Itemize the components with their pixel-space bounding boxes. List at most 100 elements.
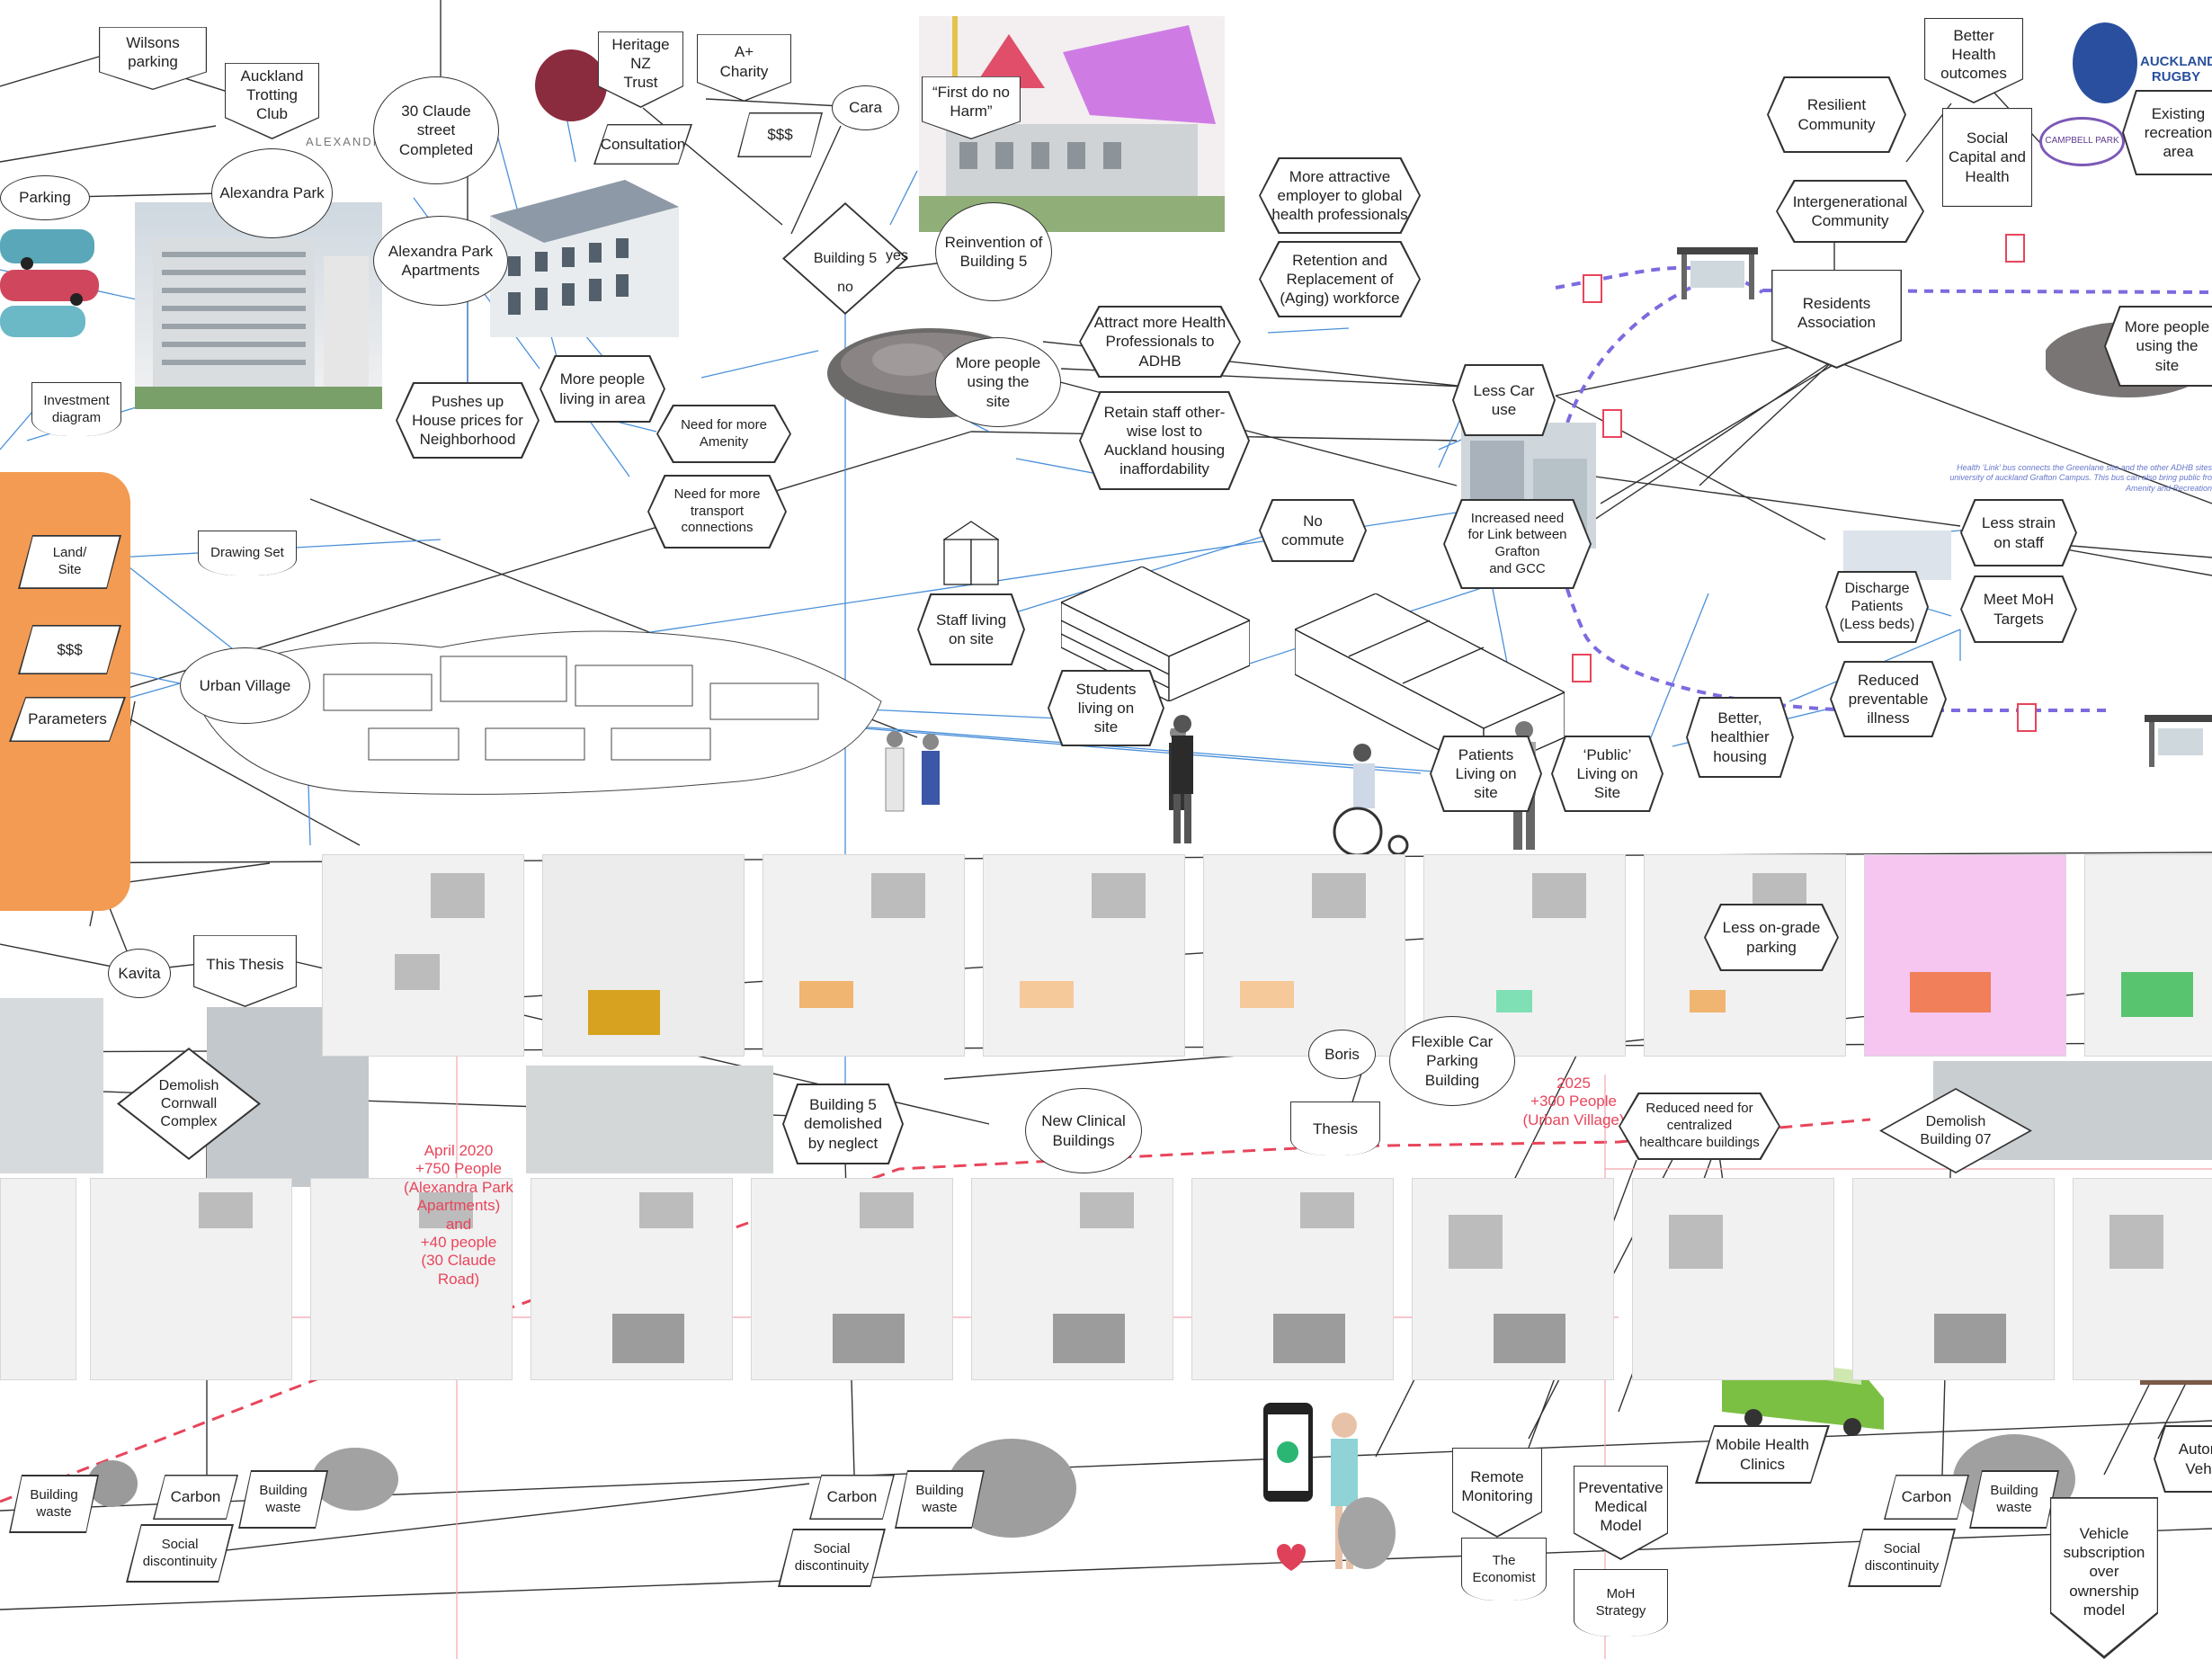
more-people-living-area-node: More people living in area — [540, 355, 665, 423]
timeline-map-tile — [531, 1178, 733, 1380]
the-economist-node: The Economist — [1461, 1538, 1547, 1601]
retention-replacement-node: Retention and Replacement of (Aging) wor… — [1259, 241, 1421, 317]
money-node-left: $$$ — [18, 625, 121, 674]
timeline-map-tile-highlight — [1864, 854, 2066, 1057]
retain-staff-node: Retain staff other- wise lost to Aucklan… — [1079, 391, 1250, 490]
mobile-health-clinics-node: Mobile Health Clinics — [1695, 1425, 1830, 1484]
partial-node-left-top: rt — [0, 72, 18, 108]
thesis-node: Thesis — [1290, 1102, 1380, 1155]
building-waste-node-1: Building waste — [9, 1475, 99, 1533]
thirty-claude-street-node: 30 Claude street Completed — [373, 76, 499, 184]
more-people-using-site-right-node: More people using the site — [2104, 306, 2212, 387]
more-people-using-site-node: More people using the site — [935, 337, 1061, 427]
money-node-top: $$$ — [737, 112, 823, 157]
reduced-need-centralized-node: Reduced need for centralized healthcare … — [1619, 1093, 1780, 1160]
social-discontinuity-node-3: Social discontinuity — [1848, 1529, 1956, 1587]
timeline-map-tile — [2084, 854, 2212, 1057]
timeline-map-tile — [1852, 1178, 2055, 1380]
parking-node: Parking — [0, 175, 90, 220]
bus-shelter-icon-right — [2145, 710, 2212, 773]
social-discontinuity-node-2: Social discontinuity — [778, 1529, 886, 1587]
auckland-rugby-club-badge — [2073, 22, 2137, 103]
bus-stop-sign-icon — [2005, 234, 2025, 263]
staff-living-on-site-node: Staff living on site — [917, 593, 1025, 665]
heritage-nz-seal-logo — [535, 49, 607, 121]
timeline-map-tile — [542, 854, 745, 1057]
timeline-note-april-2020: April 2020 +750 People (Alexandra Park A… — [396, 1142, 522, 1289]
timeline-map-tile — [322, 854, 524, 1057]
building5-heritage-photo — [526, 1066, 773, 1173]
timeline-map-tile — [763, 854, 965, 1057]
bus-stop-sign-icon — [1583, 274, 1602, 303]
timeline-map-tile — [1203, 854, 1405, 1057]
public-living-on-site-node: ‘Public’ Living on Site — [1551, 736, 1663, 812]
students-living-on-site-node: Students living on site — [1048, 670, 1164, 746]
bus-shelter-icon — [1668, 243, 1767, 306]
timeline-map-tile — [1191, 1178, 1394, 1380]
alexandra-park-apartments-node: Alexandra Park Apartments — [373, 216, 508, 306]
timeline-map-tile — [90, 1178, 292, 1380]
bus-stop-sign-icon — [1602, 409, 1622, 438]
rubble-icon — [1335, 1493, 1398, 1574]
increased-need-link-node: Increased need for Link between Grafton … — [1443, 499, 1592, 589]
autonomous-vehicle-node: Auton Veh — [2154, 1425, 2212, 1493]
single-house-drawing — [935, 513, 1007, 593]
carbon-node-3: Carbon — [1884, 1475, 1969, 1520]
urban-village-node: Urban Village — [180, 647, 310, 724]
campbell-park-logo: CAMPBELL PARK — [2039, 117, 2125, 166]
timeline-map-tile — [1412, 1178, 1614, 1380]
discharge-patients-node: Discharge Patients (Less beds) — [1825, 571, 1929, 643]
land-site-node: Land/ Site — [18, 535, 121, 589]
social-capital-health-node: Social Capital and Health — [1942, 108, 2032, 207]
cara-node: Cara — [832, 85, 899, 130]
kavita-node: Kavita — [108, 949, 171, 998]
no-branch-label: no — [827, 274, 863, 301]
building-waste-node-3: Building waste — [895, 1470, 985, 1529]
less-on-grade-parking-node: Less on-grade parking — [1704, 904, 1839, 971]
new-clinical-buildings-node: New Clinical Buildings — [1025, 1088, 1142, 1173]
meet-moh-targets-node: Meet MoH Targets — [1960, 575, 2077, 643]
flexible-car-parking-node: Flexible Car Parking Building — [1389, 1016, 1515, 1106]
carbon-node-2: Carbon — [809, 1475, 895, 1520]
investment-diagram-node: Investment diagram — [31, 382, 121, 436]
terraced-houses-render — [490, 180, 679, 337]
person-backpack-figure — [1155, 710, 1209, 854]
cornwall-complex-photo — [0, 998, 103, 1173]
no-commute-node: No commute — [1259, 499, 1367, 562]
patients-living-on-site-node: Patients Living on site — [1430, 736, 1542, 812]
building5-demolished-node: Building 5 demolished by neglect — [782, 1084, 904, 1164]
building-waste-node-4: Building waste — [1969, 1470, 2059, 1529]
existing-recreation-node: Existing recreation area — [2122, 90, 2212, 175]
building-waste-node-2: Building waste — [238, 1470, 328, 1529]
wheelchair-person-figure — [1322, 742, 1421, 859]
timeline-map-tile — [983, 854, 1185, 1057]
resilient-community-node: Resilient Community — [1767, 76, 1906, 153]
need-more-transport-node: Need for more transport connections — [647, 475, 787, 549]
timeline-map-tile — [2073, 1178, 2212, 1380]
bus-stop-sign-icon — [1572, 654, 1592, 682]
social-discontinuity-node-1: Social discontinuity — [126, 1524, 234, 1583]
reduced-preventable-illness-node: Reduced preventable illness — [1830, 661, 1947, 737]
less-car-use-node: Less Car use — [1452, 364, 1556, 436]
yes-branch-label: yes — [877, 243, 917, 270]
boris-node: Boris — [1308, 1030, 1376, 1079]
less-strain-staff-node: Less strain on staff — [1960, 499, 2077, 566]
consultation-node: Consultation — [593, 124, 692, 165]
parameters-node: Parameters — [9, 697, 126, 742]
timeline-map-tile — [971, 1178, 1173, 1380]
stacked-cars-image — [0, 220, 103, 346]
timeline-map-tile — [751, 1178, 953, 1380]
health-link-bus-note: Health ‘Link’ bus connects the Greenlane… — [1924, 463, 2212, 494]
intergenerational-community-node: Intergenerational Community — [1776, 180, 1924, 243]
need-more-amenity-node: Need for more Amenity — [656, 405, 791, 463]
moh-strategy-node: MoH Strategy — [1574, 1569, 1668, 1637]
more-attractive-employer-node: More attractive employer to global healt… — [1259, 157, 1421, 234]
drawing-set-node: Drawing Set — [198, 531, 297, 575]
bus-stop-sign-icon — [2017, 703, 2037, 732]
pushes-up-house-prices-node: Pushes up House prices for Neighborhood — [396, 382, 540, 459]
alexandra-park-node: Alexandra Park — [211, 148, 333, 238]
carbon-node-1: Carbon — [153, 1475, 238, 1520]
attract-health-professionals-node: Attract more Health Professionals to ADH… — [1079, 306, 1241, 378]
timeline-map-tile — [0, 1178, 76, 1380]
